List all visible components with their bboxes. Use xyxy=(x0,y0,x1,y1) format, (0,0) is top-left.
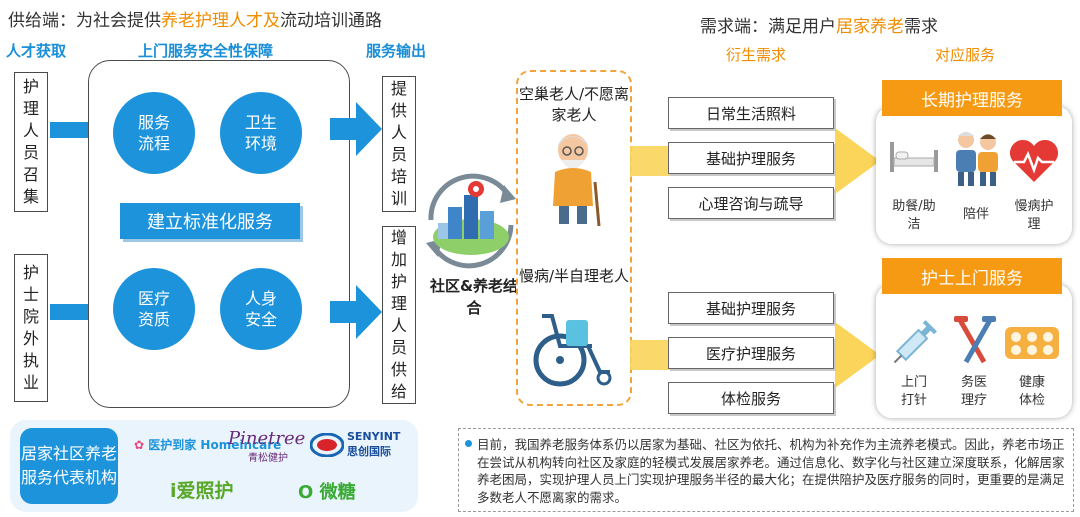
heart-icon xyxy=(1009,139,1059,182)
need-checkup: 体检服务 xyxy=(668,382,834,414)
blue-arrow-2 xyxy=(50,304,90,320)
elderly-man-icon xyxy=(553,134,601,226)
need-daily-care: 日常生活照料 xyxy=(668,97,834,129)
bed-icon xyxy=(890,142,938,172)
wheelchair-icon xyxy=(533,314,612,387)
supply-title: 供给端：为社会提供养老护理人才及流动培训通路 xyxy=(8,11,382,31)
service-companion: 陪伴 xyxy=(962,207,989,222)
blue-arrow-4 xyxy=(330,285,382,339)
circle-medical-qualification: 医疗资质 xyxy=(113,268,195,350)
syringe-icon xyxy=(893,320,937,364)
panel-long-term-care-title: 长期护理服务 xyxy=(882,80,1062,116)
community-elder-label: 社区&养老结合 xyxy=(429,277,519,317)
circle-personal-safety: 人身安全 xyxy=(220,268,302,350)
need-basic-nursing: 基础护理服务 xyxy=(668,142,834,174)
talent-box-nurse-outside: 护士院外执业 xyxy=(14,254,48,402)
service-chronic-care: 慢病护理 xyxy=(1014,199,1054,232)
brand-aizhaohu: i爱照护 xyxy=(170,480,234,502)
col-derived-header: 衍生需求 xyxy=(726,46,787,64)
elderly-box xyxy=(516,70,632,406)
pill-pack-icon xyxy=(1005,327,1059,359)
summary-note: 目前，我国养老服务体系仍以居家为基础、社区为依托、机构为补充作为主流养老模式。因… xyxy=(458,428,1074,512)
talent-box-recruit: 护理人员召集 xyxy=(14,72,48,212)
col-talent-header: 人才获取 xyxy=(6,42,67,60)
companion-icon xyxy=(956,132,998,186)
elder-type-1: 空巢老人/不愿离家老人 xyxy=(518,85,630,124)
col-output-header: 服务输出 xyxy=(366,42,427,60)
need-counseling: 心理咨询与疏导 xyxy=(668,187,834,219)
need-medical-nursing: 医疗护理服务 xyxy=(668,337,834,369)
service-checkup: 健康体检 xyxy=(1018,375,1045,408)
brand-homeincare: ✿ 医护到家 Homeincare xyxy=(134,438,282,452)
brand-pinetree: Pinetree 青松健护 xyxy=(228,428,306,464)
blue-arrow-3 xyxy=(330,102,382,156)
bullet-icon xyxy=(465,440,472,447)
output-box-supply: 增加护理人员供给 xyxy=(382,226,416,404)
panel-nurse-visit-title: 护士上门服务 xyxy=(882,258,1062,294)
flower-icon: ✿ xyxy=(134,438,145,452)
brand-weitang: O 微糖 xyxy=(298,482,356,503)
output-box-training: 提供人员培训 xyxy=(382,76,416,212)
elder-type-2: 慢病/半自理老人 xyxy=(518,267,630,285)
blue-arrow-1 xyxy=(50,122,90,138)
col-safety-header: 上门服务安全性保障 xyxy=(138,42,274,60)
circle-hygiene: 卫生环境 xyxy=(220,92,302,174)
standardize-banner: 建立标准化服务 xyxy=(120,203,300,239)
col-service-header: 对应服务 xyxy=(935,46,996,64)
demand-title: 需求端：满足用户居家养老需求 xyxy=(700,17,938,37)
senyint-logo-icon xyxy=(310,432,344,457)
circle-service-process: 服务流程 xyxy=(113,92,195,174)
brand-label: 居家社区养老服务代表机构 xyxy=(20,428,118,504)
service-injection: 上门打针 xyxy=(900,375,927,408)
crutch-icon xyxy=(954,316,996,364)
brand-senyint: SENYINT 思创国际 xyxy=(310,430,400,459)
community-city-icon xyxy=(426,173,516,269)
service-meal-clean: 助餐/助洁 xyxy=(892,199,936,232)
service-physio: 务医理疗 xyxy=(960,375,987,408)
need-basic-nursing-2: 基础护理服务 xyxy=(668,292,834,324)
